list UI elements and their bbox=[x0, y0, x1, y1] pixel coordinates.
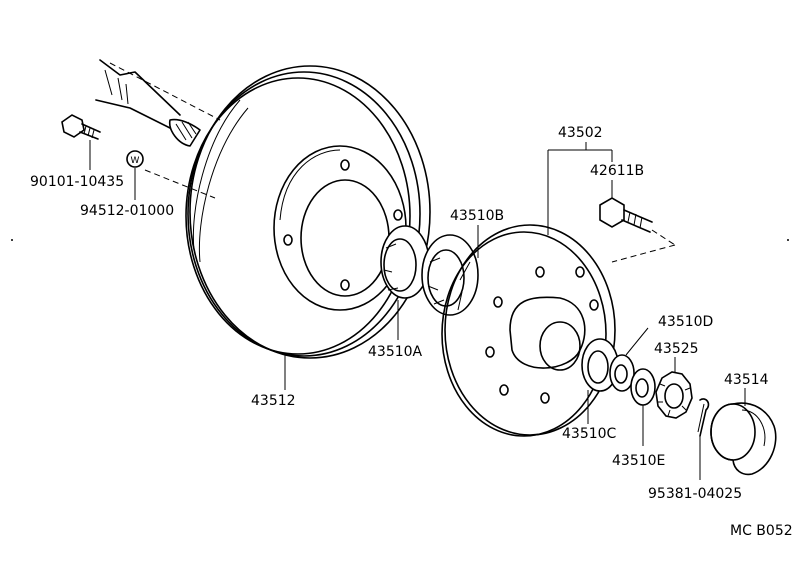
label-grease-cap: 43514 bbox=[724, 372, 769, 388]
cotter-pin-icon bbox=[697, 398, 710, 437]
outer-bearing bbox=[421, 234, 479, 316]
bearing-c bbox=[581, 338, 619, 392]
nut-lock-icon bbox=[655, 371, 693, 419]
wheel-hub bbox=[441, 224, 616, 437]
label-bearing-c: 43510C bbox=[562, 426, 617, 442]
hub-bolt-holes bbox=[485, 266, 599, 404]
label-rotor: 43512 bbox=[251, 393, 296, 409]
label-cotter-pin: 95381-04025 bbox=[648, 486, 742, 502]
bolt-icon bbox=[61, 114, 101, 140]
label-washer: 94512-01000 bbox=[80, 203, 174, 219]
label-nut-lock: 43525 bbox=[654, 341, 699, 357]
label-bearing-d: 43510D bbox=[658, 314, 713, 330]
washer-d bbox=[609, 354, 635, 392]
label-washer-e: 43510E bbox=[612, 453, 665, 469]
rotor-bolt-holes bbox=[283, 159, 403, 291]
washer-icon: W bbox=[126, 150, 144, 168]
figure-code: MC B052 bbox=[730, 523, 793, 539]
washer-mark: W bbox=[131, 156, 140, 166]
spindle bbox=[95, 59, 221, 147]
label-hub-assembly: 43502 bbox=[558, 125, 603, 141]
inner-bearing bbox=[380, 225, 430, 299]
brake-rotor bbox=[185, 65, 431, 359]
label-hub-bolt: 42611B bbox=[590, 163, 644, 179]
label-outer-bearing: 43510B bbox=[450, 208, 504, 224]
hub-bolt-icon bbox=[599, 197, 653, 233]
label-bolt: 90101-10435 bbox=[30, 174, 124, 190]
grease-cap-icon bbox=[710, 402, 777, 476]
washer-e bbox=[630, 368, 656, 406]
label-inner-bearing: 43510A bbox=[368, 344, 423, 360]
